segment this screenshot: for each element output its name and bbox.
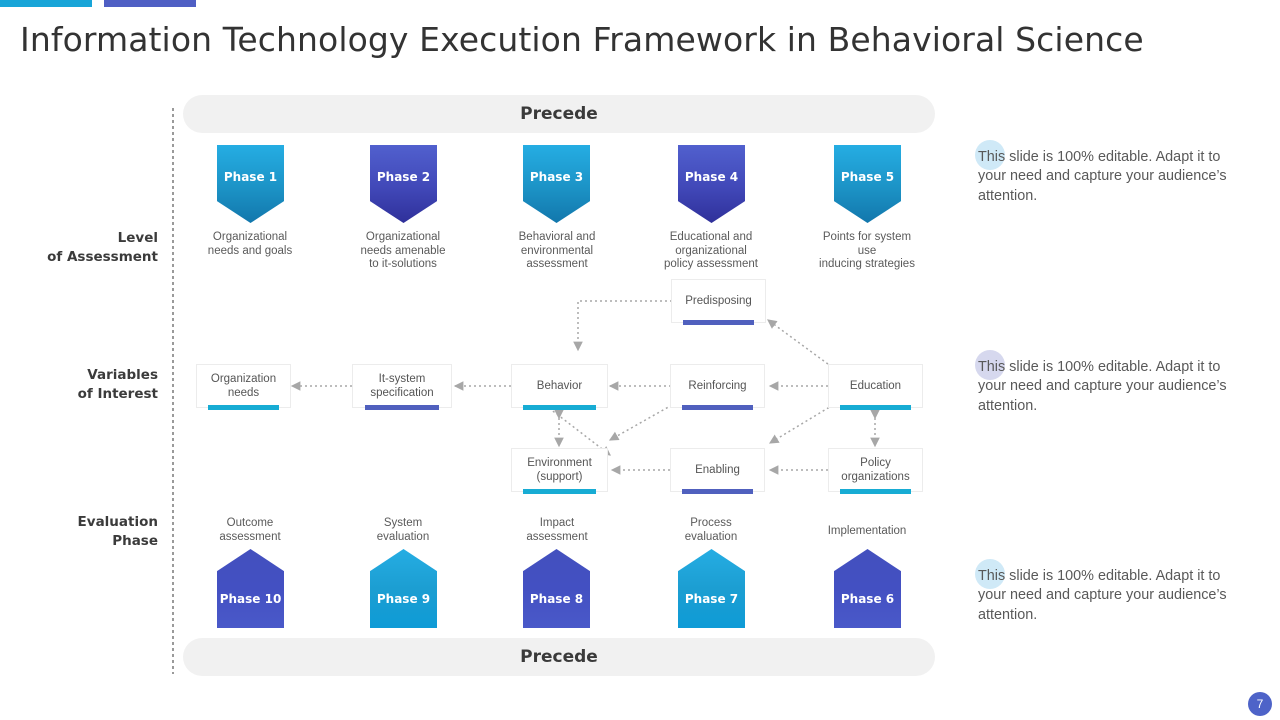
row-label-variables-of-interest: Variables of Interest <box>8 366 158 404</box>
node-label-predisposing: Predisposing <box>685 295 752 307</box>
arrow-predisposing-to-behavior <box>573 300 672 352</box>
row-label-level-of-assessment: Level of Assessment <box>8 229 158 267</box>
note-text-2: This slide is 100% editable. Adapt it to… <box>978 359 1227 414</box>
node-underline-environment-support <box>523 489 596 494</box>
node-underline-enabling <box>682 489 753 494</box>
node-label-behavior: Behavior <box>536 380 583 392</box>
phase-banner-bottom-9[interactable]: Phase 9 <box>370 549 437 628</box>
phase-banner-top-2[interactable]: Phase 2 <box>370 145 437 223</box>
phase-banner-bottom-6[interactable]: Phase 6 <box>834 549 901 628</box>
arrow-reinforcing-to-behavior-lower <box>608 404 673 441</box>
band-precede-top: Precede <box>183 95 935 133</box>
node-label-environment-support: Environment(support) <box>527 457 592 483</box>
node-underline-education <box>840 405 911 410</box>
note-text-1: This slide is 100% editable. Adapt it to… <box>978 149 1227 204</box>
node-label-enabling: Enabling <box>695 464 740 476</box>
row-label-level-line2: of Assessment <box>47 249 158 265</box>
node-predisposing[interactable]: Predisposing <box>671 279 766 325</box>
page-number-badge: 7 <box>1248 692 1272 716</box>
node-environment-support[interactable]: Environment(support) <box>511 448 608 494</box>
row-label-variables-line2: of Interest <box>77 386 158 402</box>
note-dot-2 <box>975 350 1005 380</box>
node-underline-predisposing <box>683 320 754 325</box>
node-underline-behavior <box>523 405 596 410</box>
row-label-level-line1: Level <box>117 230 158 246</box>
node-label-education: Education <box>849 380 902 392</box>
phase-banner-top-4[interactable]: Phase 4 <box>678 145 745 223</box>
vertical-dotted-divider <box>172 108 174 674</box>
phase-banner-bottom-7[interactable]: Phase 7 <box>678 549 745 628</box>
node-behavior[interactable]: Behavior <box>511 364 608 410</box>
phase-banner-top-5[interactable]: Phase 5 <box>834 145 901 223</box>
phase-banner-top-1[interactable]: Phase 1 <box>217 145 284 223</box>
band-precede-bottom: Precede <box>183 638 935 676</box>
accent-bar-cyan <box>0 0 92 7</box>
page-title: Information Technology Execution Framewo… <box>20 20 1144 59</box>
note-dot-3 <box>975 559 1005 589</box>
note-text-3: This slide is 100% editable. Adapt it to… <box>978 568 1227 623</box>
note-dot-1 <box>975 140 1005 170</box>
phase-banner-bottom-10[interactable]: Phase 10 <box>217 549 284 628</box>
arrow-education-to-predisposing <box>767 319 833 368</box>
node-label-reinforcing: Reinforcing <box>688 380 747 392</box>
node-enabling[interactable]: Enabling <box>670 448 765 494</box>
arrow-education-to-enabling <box>768 404 834 444</box>
node-education[interactable]: Education <box>828 364 923 410</box>
phase-caption-bottom-6: Implementation <box>827 525 907 537</box>
phase-banner-bottom-8[interactable]: Phase 8 <box>523 549 590 628</box>
row-label-evaluation-line1: Evaluation <box>77 514 158 530</box>
row-label-evaluation-line2: Phase <box>112 533 158 549</box>
node-underline-organization-needs <box>208 405 279 410</box>
node-underline-reinforcing <box>682 405 753 410</box>
row-label-variables-line1: Variables <box>87 367 158 383</box>
accent-bar-purple <box>104 0 196 7</box>
row-label-evaluation-phase: Evaluation Phase <box>8 513 158 551</box>
node-underline-it-system-specification <box>364 405 440 410</box>
phase-banner-top-3[interactable]: Phase 3 <box>523 145 590 223</box>
node-underline-policy-organizations <box>840 489 911 494</box>
node-reinforcing[interactable]: Reinforcing <box>670 364 765 410</box>
